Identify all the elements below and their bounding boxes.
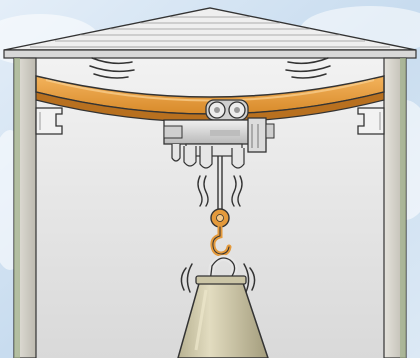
right-wall [384,58,406,358]
hook-block [211,209,229,227]
left-wall [14,58,36,358]
